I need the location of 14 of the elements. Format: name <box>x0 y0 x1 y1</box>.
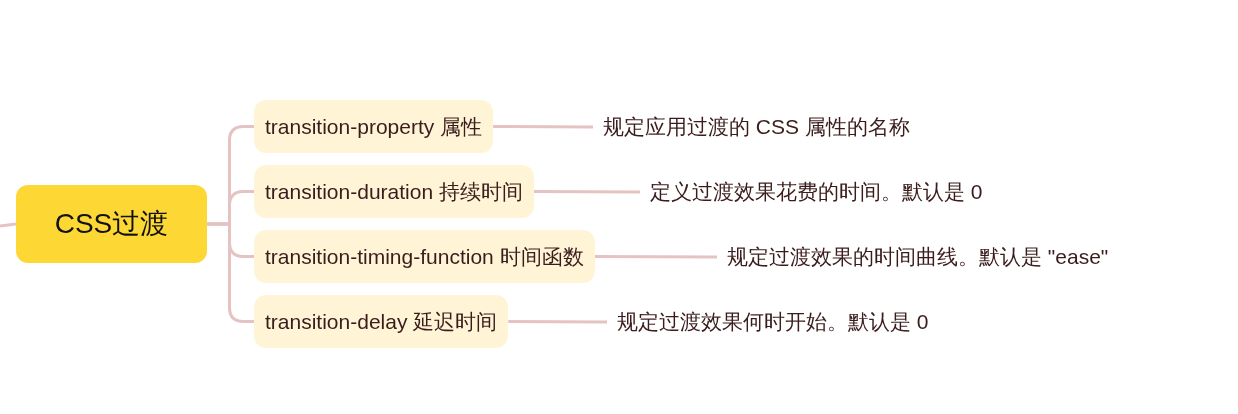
connector-line <box>0 222 17 228</box>
subtopic-box: transition-property 属性 <box>254 100 494 153</box>
connector-line <box>493 125 593 129</box>
description-text: 定义过渡效果花费的时间。默认是 0 <box>650 177 983 207</box>
connector-line <box>594 255 717 259</box>
central-topic: CSS过渡 <box>16 185 207 263</box>
description-text: 规定过渡效果的时间曲线。默认是 "ease" <box>727 242 1109 272</box>
connector-line <box>533 190 640 194</box>
connector-line <box>508 320 607 324</box>
subtopic-box: transition-duration 持续时间 <box>254 165 534 218</box>
description-text: 规定过渡效果何时开始。默认是 0 <box>617 307 929 337</box>
subtopic-box: transition-delay 延迟时间 <box>254 295 509 348</box>
subtopic-box: transition-timing-function 时间函数 <box>254 230 595 283</box>
description-text: 规定应用过渡的 CSS 属性的名称 <box>603 112 910 142</box>
